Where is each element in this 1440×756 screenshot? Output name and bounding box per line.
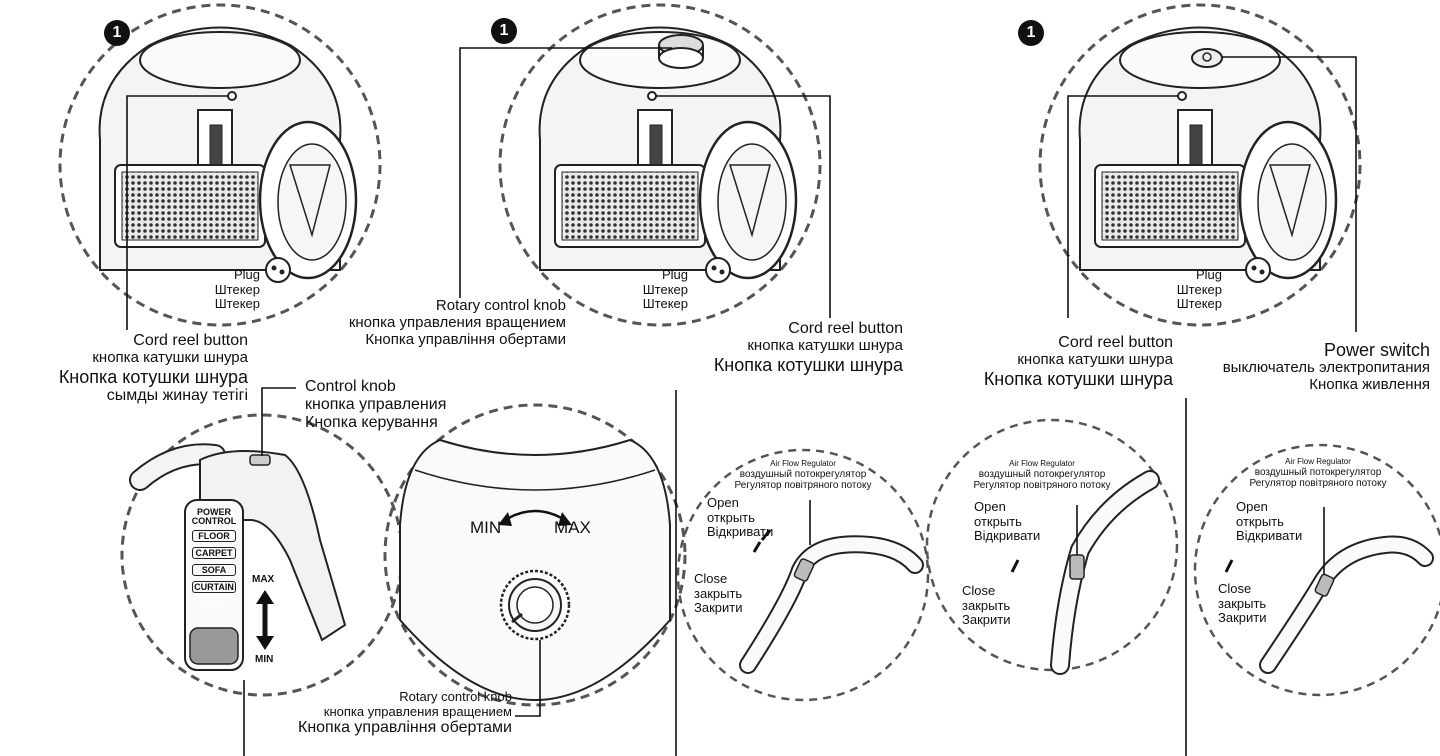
step-badge: 1 — [104, 20, 130, 46]
control-knob-label: Control knob кнопка управления Кнопка ке… — [305, 378, 447, 431]
rotary-knob-label: Rotary control knob кнопка управления вр… — [348, 297, 566, 348]
step-badge: 1 — [491, 18, 517, 44]
remote-buttons: POWER CONTROL FLOOR CARPET SOFA CURTAIN … — [185, 507, 243, 612]
air-flow-title: Air Flow Regulator воздушный потокрегуля… — [973, 459, 1111, 492]
dial-max-label: MAX — [554, 518, 591, 537]
air-flow-illustration-1 — [676, 448, 930, 702]
cord-reel-label: Cord reel button кнопка катушки шнура Кн… — [983, 334, 1173, 389]
floor-button[interactable]: FLOOR — [192, 530, 236, 543]
air-flow-title: Air Flow Regulator воздушный потокрегуля… — [734, 459, 872, 492]
off-button[interactable]: OFF — [205, 601, 223, 612]
panel3-leader-lines — [1067, 56, 1357, 332]
air-flow-title: Air Flow Regulator воздушный потокрегуля… — [1249, 457, 1387, 490]
control-knob-icon — [249, 454, 271, 466]
power-switch-label: Power switch выключатель электропитания … — [1222, 340, 1430, 393]
panel2-leader-lines — [459, 47, 831, 318]
min-label: MIN — [255, 654, 274, 665]
air-flow-illustration-2 — [925, 418, 1179, 675]
power-control-label: POWER CONTROL — [191, 507, 237, 526]
curtain-button[interactable]: CURTAIN — [192, 581, 236, 594]
dial-min-label: MIN — [470, 518, 502, 537]
max-label: MAX — [252, 574, 275, 585]
rotary-dial-illustration — [383, 403, 687, 707]
panel1-leader-lines — [126, 95, 228, 330]
panel1-vacuum-illustration — [58, 3, 382, 327]
cord-reel-button-icon — [647, 91, 657, 101]
cord-reel-button-icon — [1177, 91, 1187, 101]
remote-handle-illustration — [120, 413, 404, 697]
sofa-button[interactable]: SOFA — [192, 564, 236, 577]
long-leader-lines — [675, 390, 1187, 756]
carpet-button[interactable]: CARPET — [192, 547, 236, 560]
rotary-knob-bottom-label: Rotary control knob кнопка управления вр… — [298, 689, 512, 737]
power-switch-icon — [1191, 48, 1223, 68]
cord-reel-label: Cord reel button кнопка катушки шнура Кн… — [58, 332, 248, 404]
dial-leader-lines — [515, 640, 541, 717]
remote-leader-lines — [243, 387, 296, 756]
air-flow-leader-lines — [809, 500, 1325, 575]
cord-reel-button-icon — [227, 91, 237, 101]
step-badge: 1 — [1018, 20, 1044, 46]
cord-reel-label: Cord reel button кнопка катушки шнура Кн… — [713, 320, 903, 375]
air-flow-illustration-3 — [1193, 443, 1440, 697]
panel3-vacuum-illustration — [1038, 3, 1362, 327]
panel2-vacuum-illustration — [498, 3, 822, 327]
